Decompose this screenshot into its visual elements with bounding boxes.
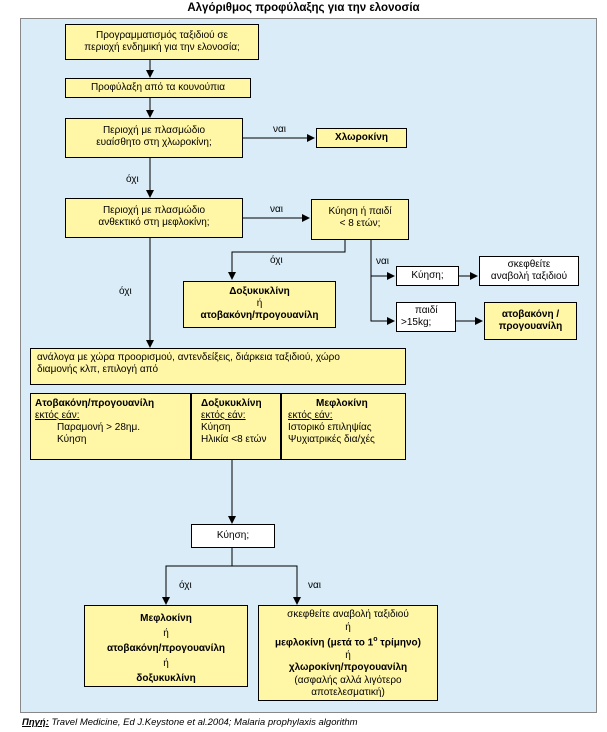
label-no-1: όχι bbox=[126, 174, 139, 185]
label-no-2: όχι bbox=[270, 255, 283, 266]
choice-intro-box: ανάλογα με χώρα προορισμού, αντενδείξεις… bbox=[30, 348, 406, 385]
label-yes-2: ναι bbox=[270, 204, 284, 215]
page-title: Αλγόριθμος προφύλαξης για την ελονοσία bbox=[187, 2, 420, 14]
trip-planning-box: Προγραμματισμός ταξιδιού σε περιοχή ενδη… bbox=[65, 24, 259, 60]
mefloquine-resistant-box: Περιοχή με πλασμώδιο ανθεκτικό στη μεφλο… bbox=[65, 198, 243, 238]
label-no-4: όχι bbox=[179, 580, 192, 591]
arrow-pregnancy-no bbox=[162, 548, 233, 605]
final-pregnancy-box: σκεφθείτε αναβολή ταξιδιού ή μεφλοκίνη (… bbox=[258, 605, 438, 701]
label-yes-4: ναι bbox=[308, 580, 322, 591]
atova-child-box: ατοβακόνη / προγουανίλη bbox=[484, 302, 577, 340]
arrow-child-branch bbox=[370, 276, 395, 325]
arrow-pregnancy-child-no bbox=[228, 240, 346, 280]
source-citation: Πηγή: Travel Medicine, Ed J.Keystone et … bbox=[22, 717, 358, 728]
pregnancy-question-box: Κύηση; bbox=[396, 266, 459, 286]
chloroquine-box: Χλωροκίνη bbox=[316, 128, 407, 148]
label-yes-3: ναι bbox=[376, 256, 390, 267]
child-15kg-box: παιδί >15kg; bbox=[396, 302, 456, 332]
option-doxycycline-box: Δοξυκυκλίνη εκτός εάν: Κύηση Ηλικία <8 ε… bbox=[191, 393, 281, 460]
pregnancy-or-child-box: Κύηση ή παιδί < 8 ετών; bbox=[311, 199, 409, 240]
doxy-or-atova-box: Δοξυκυκλίνη ή ατοβακόνη/προγουανίλη bbox=[183, 281, 336, 328]
label-no-3: όχι bbox=[119, 286, 132, 297]
arrow-pregnancy-yes bbox=[232, 565, 301, 605]
final-no-pregnancy-box: Μεφλοκίνη ή ατοβακόνη/προγουανίλη ή δοξυ… bbox=[84, 605, 248, 687]
pregnancy-question-box-2: Κύηση; bbox=[191, 524, 275, 548]
mosquito-protection-box: Προφύλαξη από τα κουνούπια bbox=[65, 78, 251, 98]
consider-postpone-box: σκεφθείτε αναβολή ταξιδιού bbox=[479, 256, 579, 286]
chloroquine-sensitive-box: Περιοχή με πλασμώδιο ευαίσθητο στη χλωρο… bbox=[65, 118, 243, 158]
label-yes-1: ναι bbox=[273, 124, 287, 135]
option-atovaquone-box: Ατοβακόνη/προγουανίλη εκτός εάν: Παραμον… bbox=[30, 393, 191, 460]
option-mefloquine-box: Μεφλοκίνη εκτός εάν: Ιστορικό επιληψίας … bbox=[281, 393, 406, 460]
